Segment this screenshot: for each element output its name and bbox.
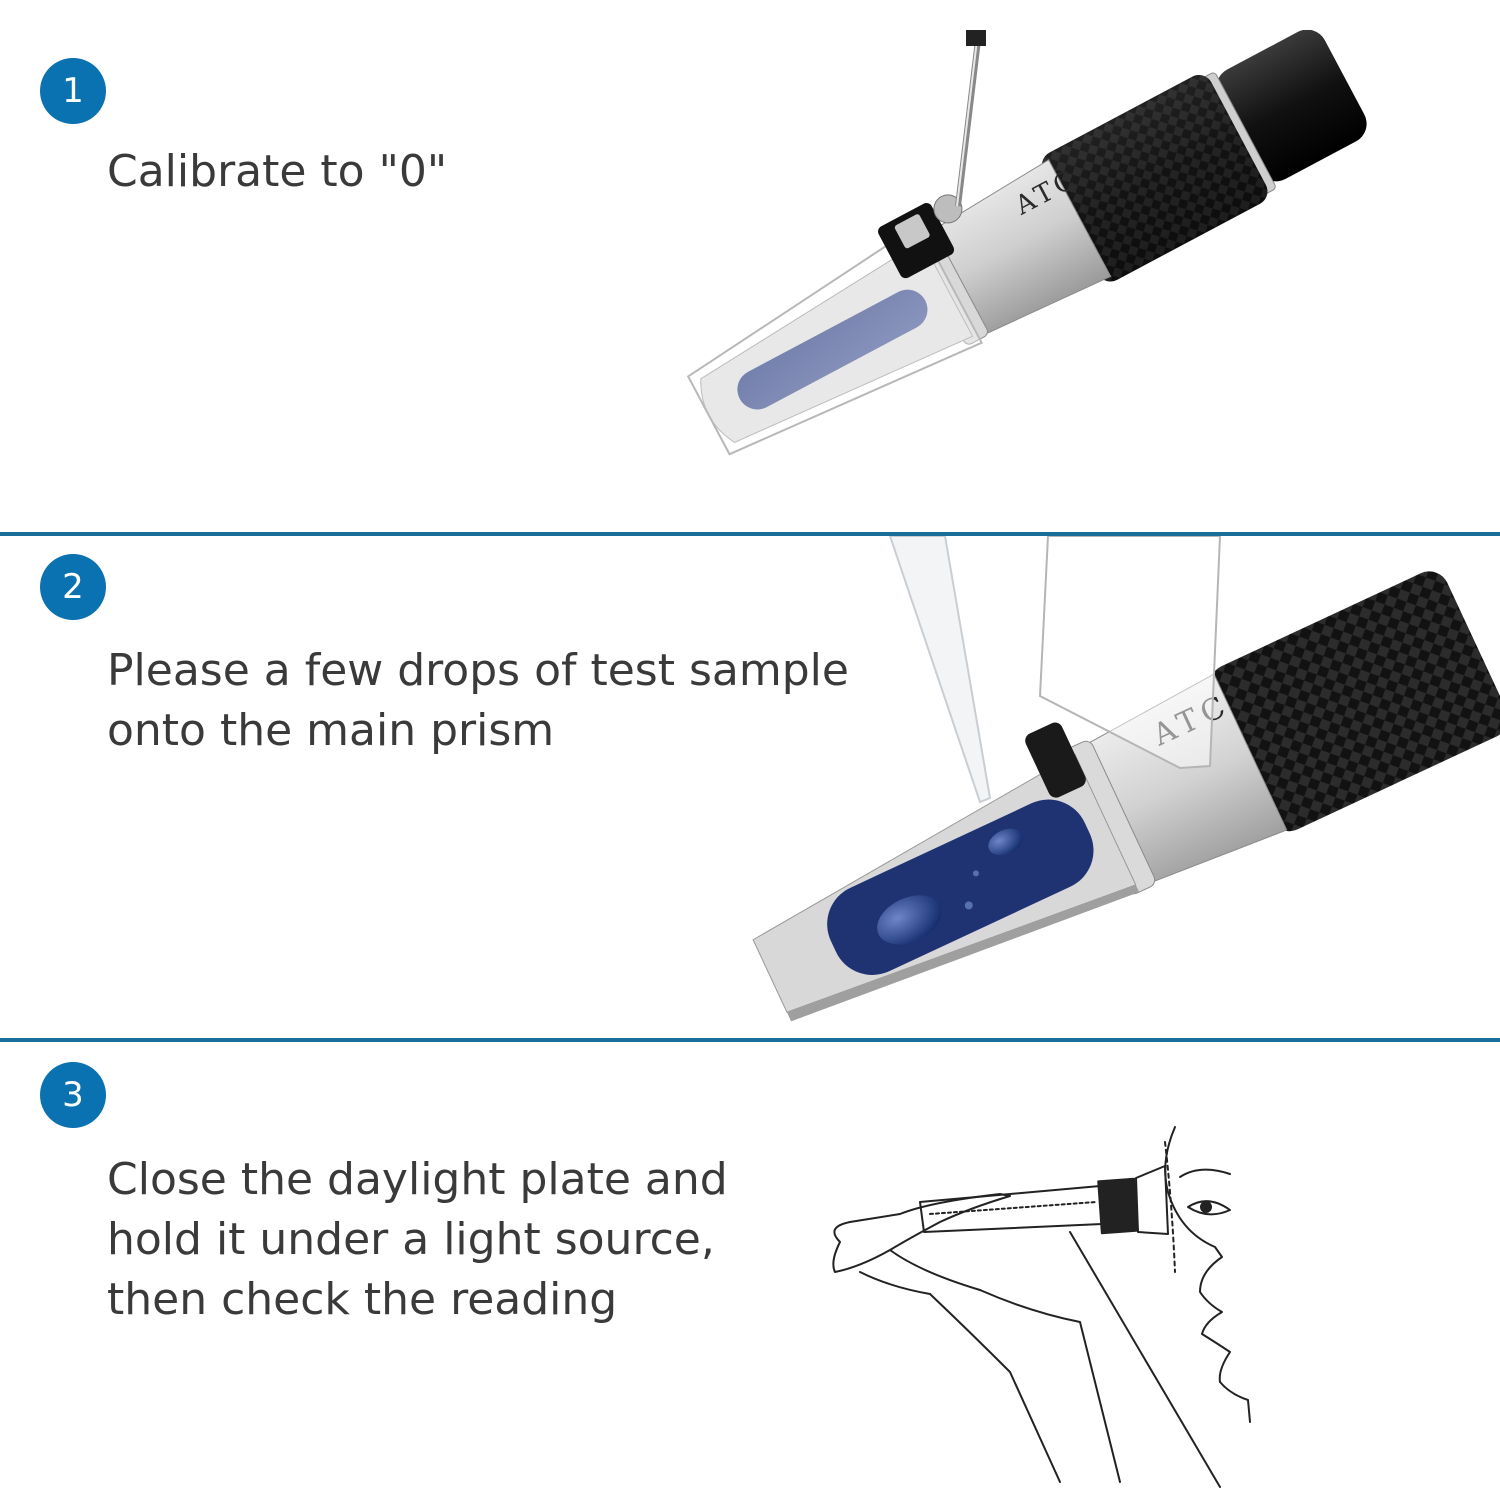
step-3-text: Close the daylight plate and hold it und… — [107, 1150, 728, 1330]
step-3-badge: 3 — [40, 1062, 106, 1128]
daylight-plate — [1038, 536, 1222, 770]
refractometer-body: ATC — [686, 30, 1367, 456]
step-3-line-1: Close the daylight plate and — [107, 1154, 728, 1205]
section-divider-1 — [0, 532, 1500, 536]
section-divider-2 — [0, 1038, 1500, 1042]
refractometer-calibration-image: ATC — [686, 30, 1367, 456]
arm-outline — [979, 1289, 1121, 1483]
face-profile — [1164, 1126, 1251, 1423]
viewing-through-refractometer-drawing — [832, 1126, 1251, 1488]
refractometer-sample-image: ATC — [752, 536, 1500, 1022]
hand-outline — [832, 1193, 1011, 1273]
step-2-badge: 2 — [40, 554, 106, 620]
step-2-text: Please a few drops of test sample onto t… — [107, 641, 849, 761]
step-1-line-1: Calibrate to "0" — [107, 146, 448, 197]
step-3-line-3: then check the reading — [107, 1274, 618, 1325]
screwdriver — [955, 30, 986, 207]
pipette — [888, 536, 992, 804]
step-2-line-2: onto the main prism — [107, 705, 555, 756]
step-3-panel: 3 Close the daylight plate and hold it u… — [0, 1042, 1500, 1500]
step-1-panel: 1 Calibrate to "0" — [0, 0, 1500, 532]
step-2-panel: 2 Please a few drops of test sample onto… — [0, 536, 1500, 1038]
step-1-text: Calibrate to "0" — [107, 142, 447, 202]
step-1-badge: 1 — [40, 58, 106, 124]
step-3-line-2: hold it under a light source, — [107, 1214, 715, 1265]
step-2-line-1: Please a few drops of test sample — [107, 645, 849, 696]
eye-icon — [1187, 1200, 1231, 1216]
